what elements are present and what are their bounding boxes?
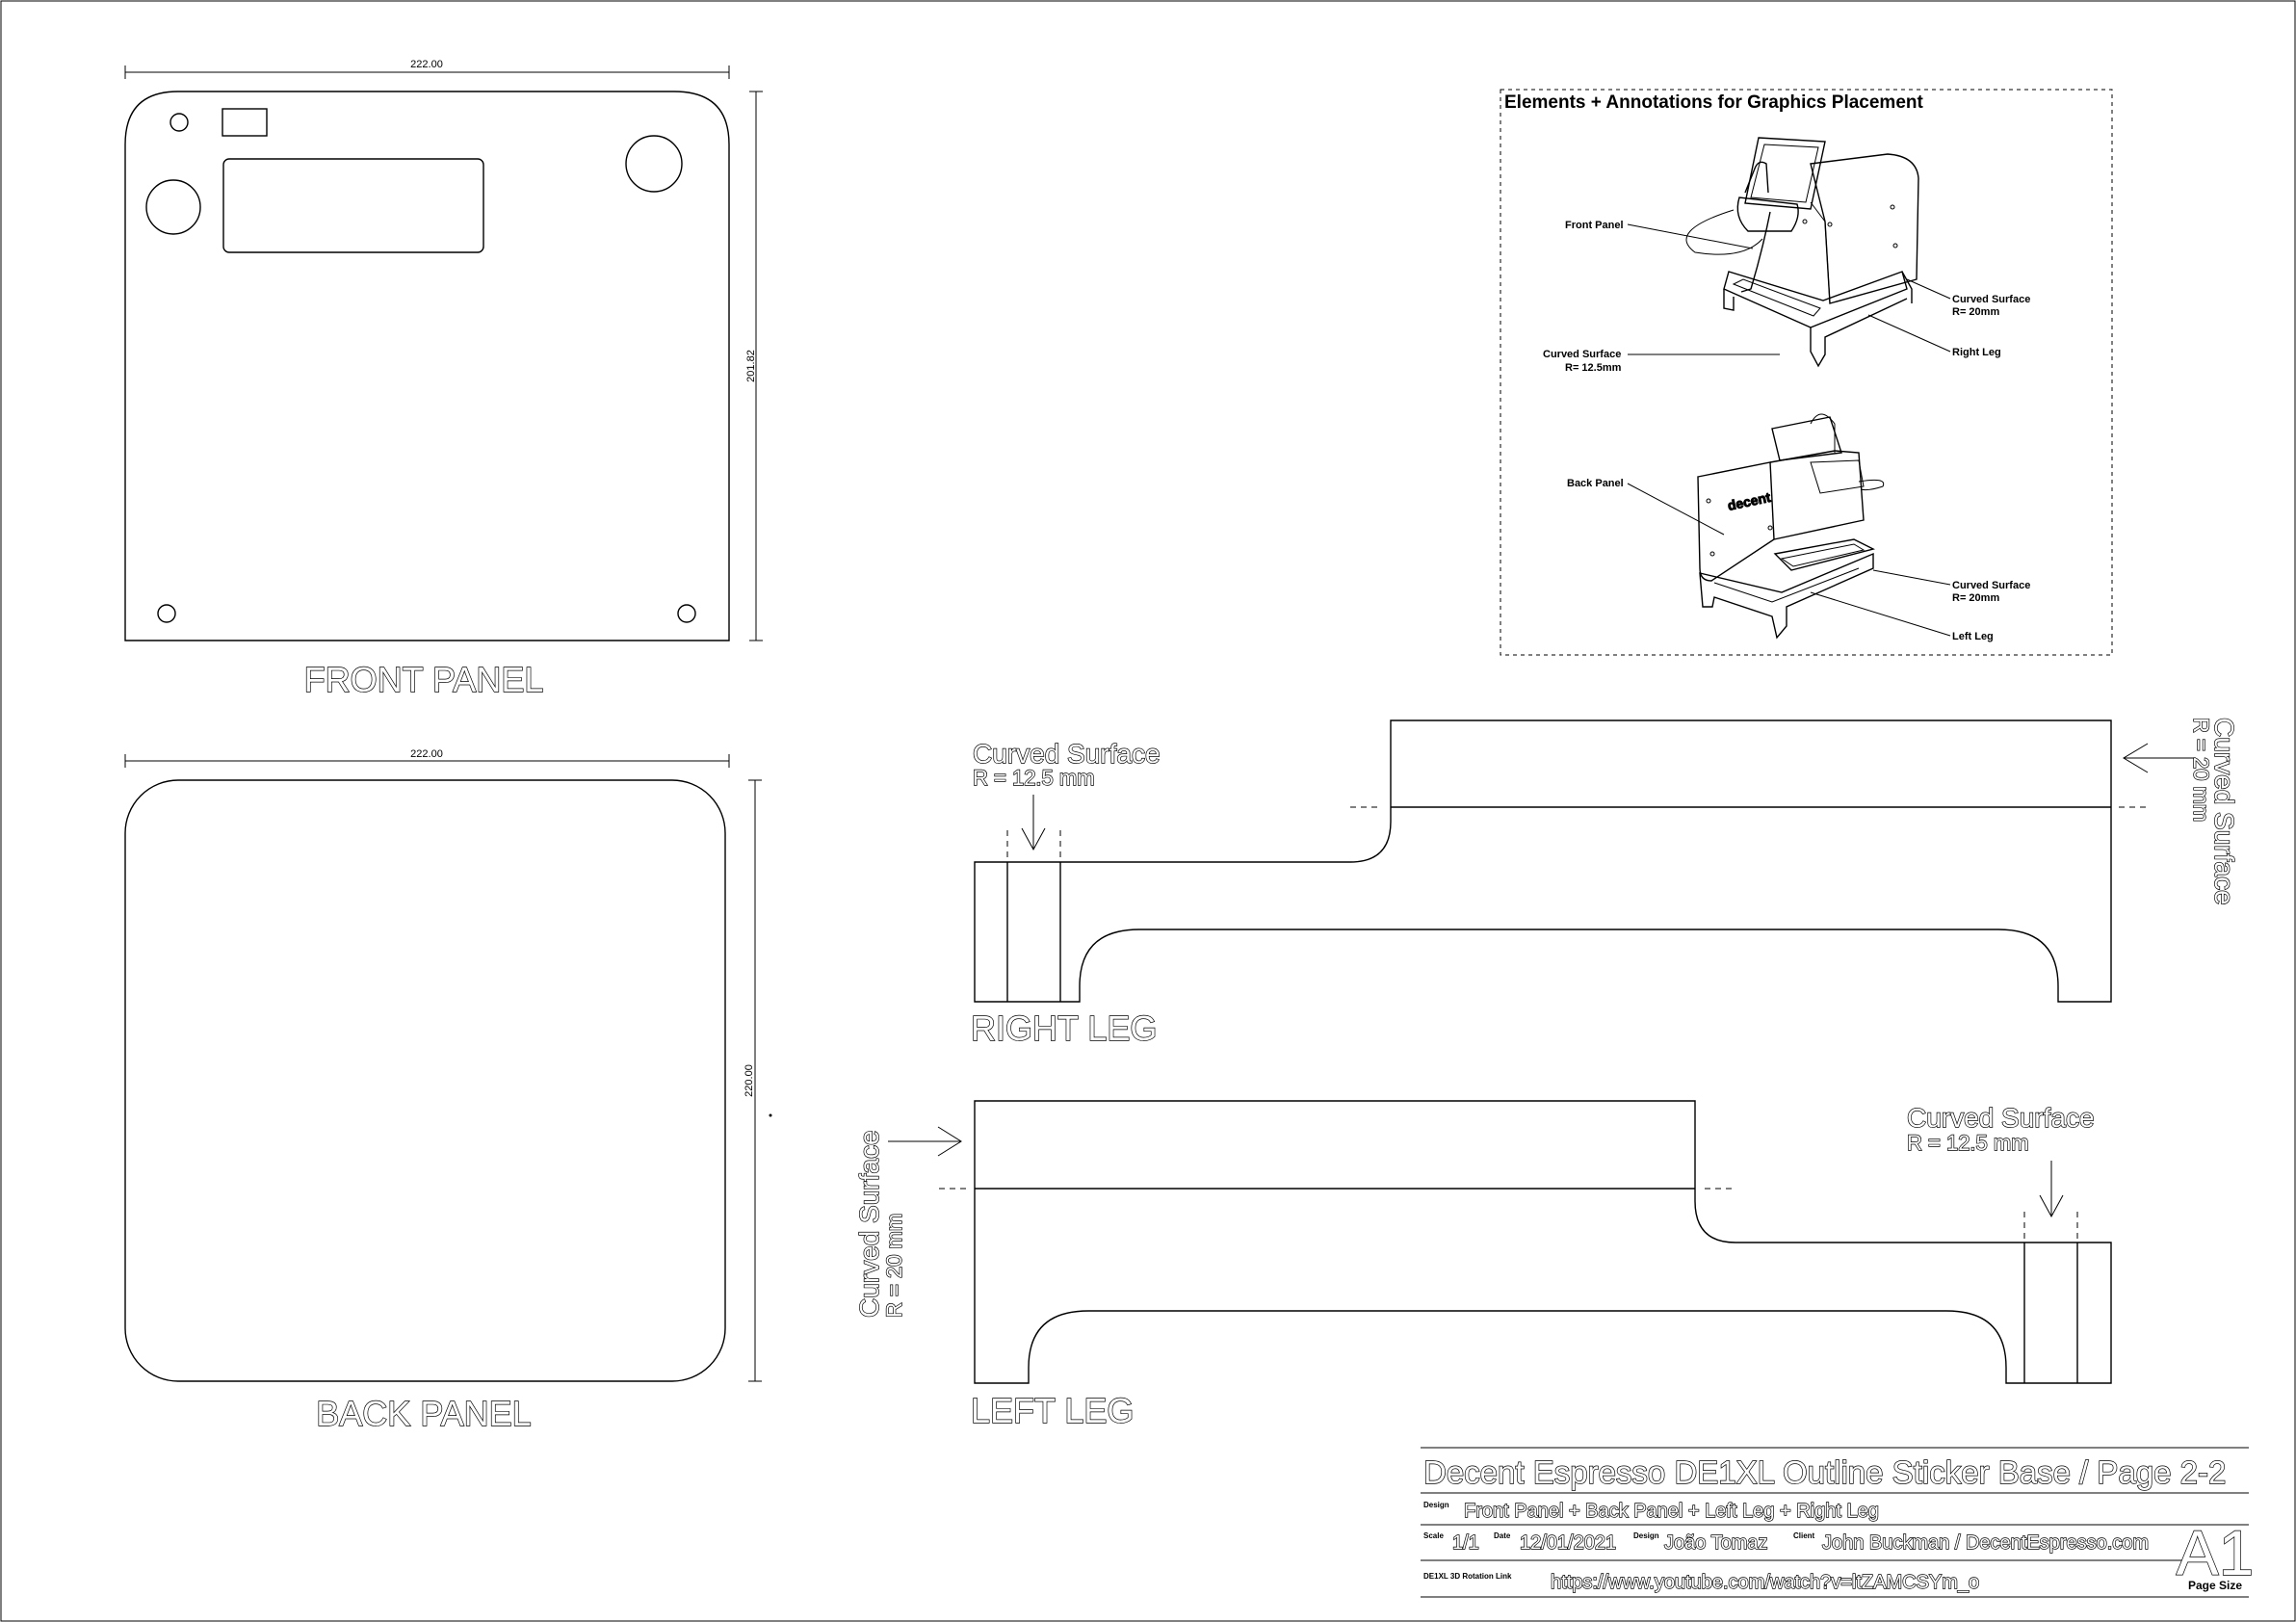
right-leg-callout-right-line1: Curved Surface (2209, 718, 2239, 905)
front-panel-height-dimension: 201.82 (745, 350, 757, 382)
designer-value: João Tomaz (1664, 1532, 1767, 1554)
mount-hole (677, 604, 696, 623)
annotation-inset: Elements + Annotations for Graphics Plac… (1500, 89, 2113, 656)
right-leg-callout-left-line1: Curved Surface (973, 739, 1161, 769)
inset-label-front-panel: Front Panel (1565, 220, 1624, 231)
back-panel-drawing: 222.00 220.00 BACK PANEL (124, 748, 772, 1434)
brand-mark: decent (1726, 489, 1772, 513)
front-panel-outline (124, 91, 730, 641)
mount-hole (170, 113, 189, 132)
left-leg-callout-right-line2: R = 12.5 mm (1907, 1131, 2029, 1155)
date-label: Date (1494, 1531, 1511, 1540)
scale-value: 1/1 (1452, 1532, 1479, 1554)
left-leg-callout-right-line1: Curved Surface (1907, 1103, 2095, 1133)
front-panel-knob-right (625, 135, 683, 193)
machine-rear-view: decent (1697, 413, 1885, 640)
scale-label: Scale (1423, 1531, 1444, 1540)
front-panel-window (222, 158, 484, 253)
inset-label-radius: R= 20mm (1952, 592, 1999, 604)
back-panel-title: BACK PANEL (316, 1394, 531, 1433)
front-panel-title: FRONT PANEL (304, 660, 544, 699)
designer-label: Design (1633, 1531, 1659, 1540)
right-leg-drawing: Curved Surface R = 12.5 mm Curved Surfac… (970, 717, 2239, 1048)
title-block-title: Decent Espresso DE1XL Outline Sticker Ba… (1423, 1454, 2226, 1490)
right-leg-callout-right-line2: R = 20 mm (2189, 718, 2213, 822)
inset-label-curved-surface: Curved Surface (1952, 580, 2030, 591)
inset-label-curved-surface: Curved Surface (1543, 349, 1621, 360)
left-leg-outline (974, 1100, 2112, 1384)
link-value: https://www.youtube.com/watch?v=ltZAMCSY… (1551, 1572, 1979, 1593)
date-value: 12/01/2021 (1520, 1532, 1616, 1554)
front-panel-width-dimension: 222.00 (410, 59, 443, 70)
page-size-label: Page Size (2188, 1579, 2242, 1592)
inset-label-left-leg: Left Leg (1952, 631, 1994, 642)
inset-border (1500, 89, 2113, 656)
link-label: DE1XL 3D Rotation Link (1423, 1572, 1512, 1581)
inset-label-right-leg: Right Leg (1952, 347, 2001, 358)
front-panel-slot (222, 108, 268, 137)
mount-hole (157, 604, 176, 623)
left-leg-title: LEFT LEG (971, 1391, 1134, 1430)
inset-label-radius: R= 12.5mm (1565, 362, 1622, 374)
left-leg-callout-left-line1: Curved Surface (854, 1130, 884, 1318)
right-leg-outline (974, 719, 2112, 1003)
back-panel-width-dimension: 222.00 (410, 748, 443, 760)
left-leg-drawing: Curved Surface R = 20 mm Curved Surface … (853, 1100, 2112, 1431)
front-panel-knob-left (145, 179, 201, 235)
right-leg-callout-left-line2: R = 12.5 mm (973, 766, 1095, 790)
inset-title: Elements + Annotations for Graphics Plac… (1504, 92, 1923, 113)
design-value: Front Panel + Back Panel + Left Leg + Ri… (1464, 1501, 1879, 1522)
design-label: Design (1423, 1501, 1449, 1509)
page-size-value: A1 (2177, 1517, 2255, 1588)
inset-label-back-panel: Back Panel (1567, 478, 1624, 489)
back-panel-height-dimension: 220.00 (744, 1064, 755, 1097)
machine-front-view (1685, 137, 1919, 368)
inset-label-radius: R= 20mm (1952, 306, 1999, 318)
client-label: Client (1793, 1531, 1815, 1540)
client-value: John Buckman / DecentEspresso.com (1822, 1532, 2149, 1554)
inset-label-curved-surface: Curved Surface (1952, 294, 2030, 305)
right-leg-title: RIGHT LEG (971, 1008, 1157, 1048)
left-leg-callout-left-line2: R = 20 mm (882, 1214, 906, 1318)
back-panel-outline (124, 779, 726, 1382)
title-block: Decent Espresso DE1XL Outline Sticker Ba… (1421, 1447, 2255, 1598)
front-panel-drawing: 222.00 201.82 FRONT PANEL (124, 59, 763, 700)
